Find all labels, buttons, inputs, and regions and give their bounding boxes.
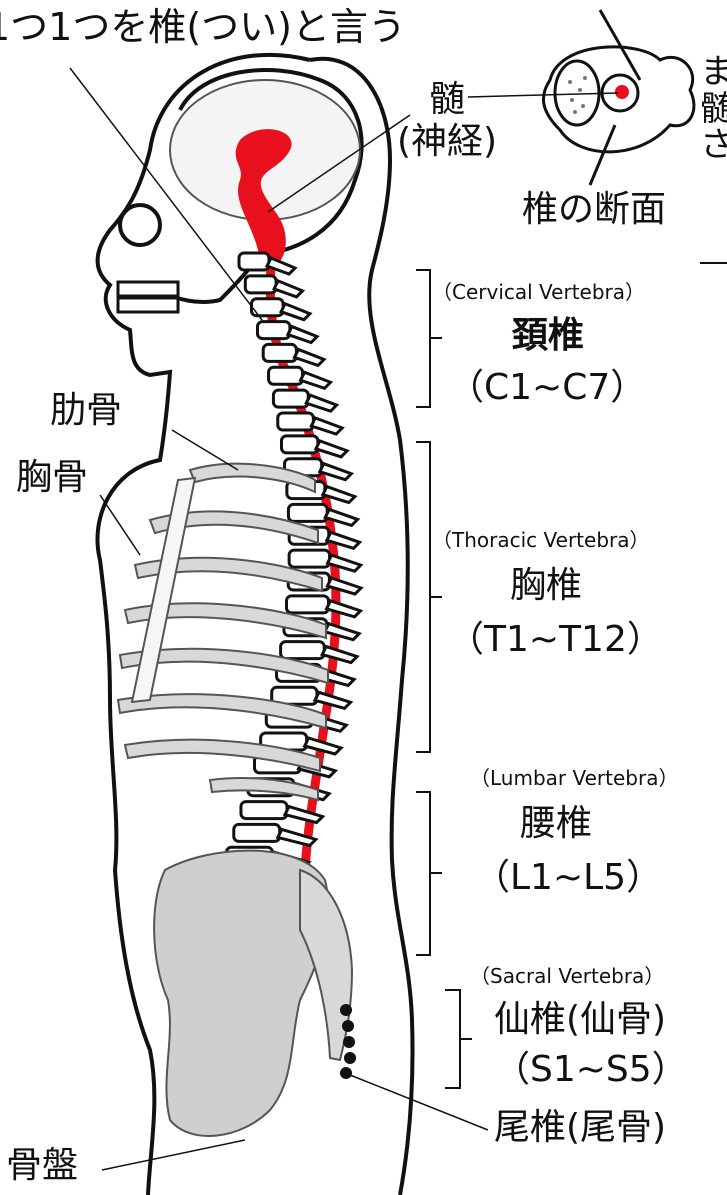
vertebra	[257, 322, 289, 339]
edge-fragment-3: さ	[700, 128, 727, 164]
vertebra	[281, 436, 317, 453]
vertebra	[288, 504, 327, 521]
eye-socket	[120, 205, 160, 245]
spinous-process	[285, 807, 323, 823]
spinous-process	[322, 647, 357, 663]
cervical-en-label: （Cervical Vertebra）	[432, 282, 645, 302]
vertebra	[269, 367, 303, 384]
spinous-process	[301, 372, 331, 388]
thoracic-range-label: （T1~T12）	[448, 622, 663, 658]
spinous-process	[294, 349, 324, 365]
sacral-range-label: （S1~S5）	[494, 1052, 688, 1088]
cervical-range-label: （C1~C7）	[448, 370, 646, 406]
spinous-process	[274, 281, 302, 297]
vertebra	[239, 253, 269, 270]
thoracic-jp-label: 胸椎	[510, 568, 582, 604]
spinous-process	[281, 304, 310, 320]
spinal-cord-label-main: 髄	[392, 82, 502, 118]
spinous-process	[325, 624, 359, 640]
vertebra	[234, 824, 280, 841]
coccyx-label: 尾椎(尾骨)	[494, 1110, 666, 1146]
vertebra	[281, 642, 325, 659]
spinal-cord-label: 髄 (神経)	[392, 82, 502, 160]
diagram-title: 1つ1つを椎(つい)と言う	[0, 8, 406, 46]
spinous-process	[306, 395, 336, 411]
vertebra	[286, 596, 328, 613]
teeth	[118, 282, 178, 312]
spinous-process	[316, 441, 347, 457]
vertebra	[289, 550, 329, 567]
cross-section-label: 椎の断面	[522, 192, 666, 228]
thoracic-en-label: （Thoracic Vertebra）	[432, 530, 650, 550]
sternum-bone	[132, 478, 195, 702]
spinous-process	[288, 327, 317, 343]
vertebra	[245, 276, 276, 293]
spinal-cord-label-sub: (神経)	[392, 124, 502, 160]
pelvis-label: 骨盤	[6, 1148, 78, 1184]
lumbar-jp-label: 腰椎	[520, 806, 592, 842]
vertebral-column	[212, 253, 361, 914]
sternum-label: 胸骨	[16, 460, 88, 496]
edge-fragment-2: 髄	[700, 92, 727, 128]
vertebra	[273, 390, 308, 407]
spinous-process	[311, 418, 342, 434]
sacral-en-label: （Sacral Vertebra）	[470, 966, 664, 986]
lumbar-en-label: （Lumbar Vertebra）	[470, 768, 678, 788]
vertebra	[263, 344, 296, 361]
cross-section-cord	[615, 85, 629, 99]
edge-fragment-1: ま	[700, 55, 727, 91]
vertebra	[278, 413, 314, 430]
cervical-jp-label: 頚椎	[512, 318, 584, 354]
lumbar-range-label: （L1~L5）	[474, 860, 662, 896]
rib-label: 肋骨	[50, 393, 122, 429]
sacral-jp-label: 仙椎(仙骨)	[494, 1002, 666, 1038]
vertebra	[241, 802, 287, 819]
